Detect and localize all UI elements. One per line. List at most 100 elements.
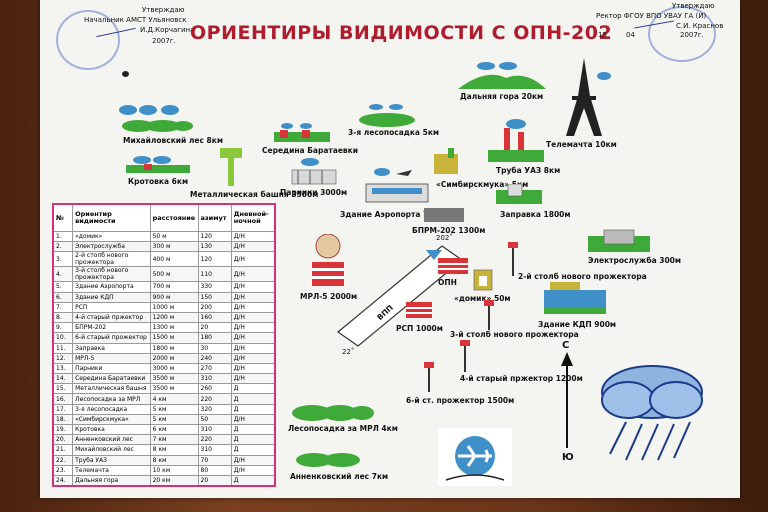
fuel-icon	[496, 184, 542, 204]
cell-landmark: Анненковский лес	[72, 434, 151, 446]
airplane-logo-icon	[438, 428, 512, 486]
cell-azimuth: 310	[197, 423, 232, 436]
cell-day-night: Д	[230, 444, 276, 456]
cell-distance: 4 км	[149, 393, 199, 405]
cell-day-night: Д	[230, 423, 276, 436]
cell-landmark: Труба УАЗ	[72, 454, 151, 466]
mrl-icon	[312, 234, 344, 286]
cell-number: 10.	[52, 332, 74, 344]
cell-number: 20.	[52, 434, 74, 446]
cell-day-night: Д/Н	[230, 241, 276, 253]
page-title: ОРИЕНТИРЫ ВИДИМОСТИ С ОПН-202	[190, 22, 613, 44]
cell-landmark: 2-й столб нового прожектора	[72, 251, 151, 268]
cell-landmark: 3-й столб нового прожектора	[72, 266, 151, 283]
right-position: Ректор ФГОУ ВПО УВАУ ГА (И)	[596, 12, 707, 20]
cell-azimuth: 310	[197, 373, 232, 385]
cell-number: 22.	[52, 454, 74, 466]
label-forest3: 3-я лесопосадка 5км	[348, 128, 440, 137]
landmarks-table: № Ориентир видимости расстояние азимут Д…	[52, 203, 276, 488]
cell-azimuth: 260	[197, 383, 232, 395]
cell-day-night: Д	[230, 474, 276, 487]
baratayevka-icon	[274, 123, 330, 142]
cell-azimuth: 20	[197, 474, 232, 487]
cell-distance: 3500 м	[149, 383, 199, 395]
label-old4: 4-й старый пржектор 1200м	[460, 374, 583, 383]
label-kdp: Здание КДП 900м	[538, 320, 617, 329]
cell-number: 24.	[52, 474, 74, 487]
metal-tower-icon	[220, 148, 242, 186]
label-annenkovsky: Анненковский лес 7км	[290, 472, 389, 481]
cell-distance: 20 км	[149, 474, 199, 487]
cell-distance: 1200 м	[149, 311, 199, 324]
label-pole3: 3-й столб нового прожектора	[450, 330, 579, 339]
cell-landmark: Середина Баратаевки	[72, 373, 151, 385]
col-distance: расстояние	[149, 203, 199, 232]
cell-azimuth: 180	[197, 332, 232, 344]
cell-number: 13.	[52, 362, 74, 375]
cell-number: 18.	[52, 413, 74, 426]
right-year: 2007г.	[680, 31, 704, 39]
label-mountain: Дальняя гора 20км	[460, 92, 544, 101]
label-tower: Металлическая башня 3500м	[190, 190, 319, 199]
col-azimuth: азимут	[197, 203, 232, 232]
right-approved: Утверждаю	[672, 2, 715, 10]
bprm-icon	[424, 208, 464, 222]
left-approved: Утверждаю	[142, 6, 185, 14]
cell-day-night: Д/Н	[230, 332, 276, 344]
rain-cloud-icon	[601, 365, 703, 461]
right-date-month: 04	[626, 31, 635, 39]
cell-landmark: БПРМ-202	[72, 322, 151, 334]
cell-number: 5.	[52, 281, 74, 293]
cell-day-night: Д	[230, 383, 276, 395]
old6-icon	[424, 362, 434, 392]
cell-number: 3.	[52, 251, 74, 268]
cell-day-night: Д/Н	[230, 352, 276, 364]
cell-day-night: Д/Н	[230, 251, 276, 268]
old4-icon	[460, 340, 470, 372]
cell-number: 7.	[52, 301, 74, 313]
cell-azimuth: 30	[197, 342, 232, 354]
electro-icon	[588, 229, 650, 252]
label-old6: 6-й ст. прожектор 1500м	[406, 396, 515, 405]
cell-day-night: Д	[230, 434, 276, 446]
airport-icon	[365, 168, 429, 203]
table-header-row: № Ориентир видимости расстояние азимут Д…	[52, 203, 276, 232]
label-greenhouse: Парники 3000м	[280, 188, 348, 197]
kdp-icon	[544, 282, 606, 314]
cell-landmark: Металлическая башня	[72, 383, 151, 395]
cell-day-night: Д/Н	[230, 281, 276, 293]
left-position: Начальник АМСТ Ульяновск	[84, 16, 187, 24]
compass-north: С	[562, 340, 570, 351]
cell-day-night: Д/Н	[230, 342, 276, 354]
label-pipe: Труба УАЗ 8км	[496, 166, 561, 175]
cell-distance: 3500 м	[149, 373, 199, 385]
right-name: С.И. Краснов	[676, 22, 724, 30]
label-angle-22: 22˚	[342, 348, 355, 356]
cell-number: 8.	[52, 311, 74, 324]
domik-icon	[473, 269, 493, 291]
mikhailovsky-forest-icon	[119, 105, 193, 132]
cell-distance: 50 м	[149, 230, 199, 243]
cell-landmark: 6-й старый прожектор	[72, 332, 151, 344]
mountain-icon	[458, 62, 546, 89]
label-opn: ОПН	[438, 278, 457, 287]
cell-day-night: Д/Н	[230, 413, 276, 426]
label-baratayevka: Середина Баратаевки	[262, 146, 359, 155]
col-number: №	[52, 203, 74, 232]
label-bprm: БПРМ-202 1300м	[412, 226, 486, 235]
right-date-day: 15	[598, 31, 607, 39]
compass-arrow-icon	[561, 352, 573, 448]
cell-distance: 700 м	[149, 281, 199, 293]
